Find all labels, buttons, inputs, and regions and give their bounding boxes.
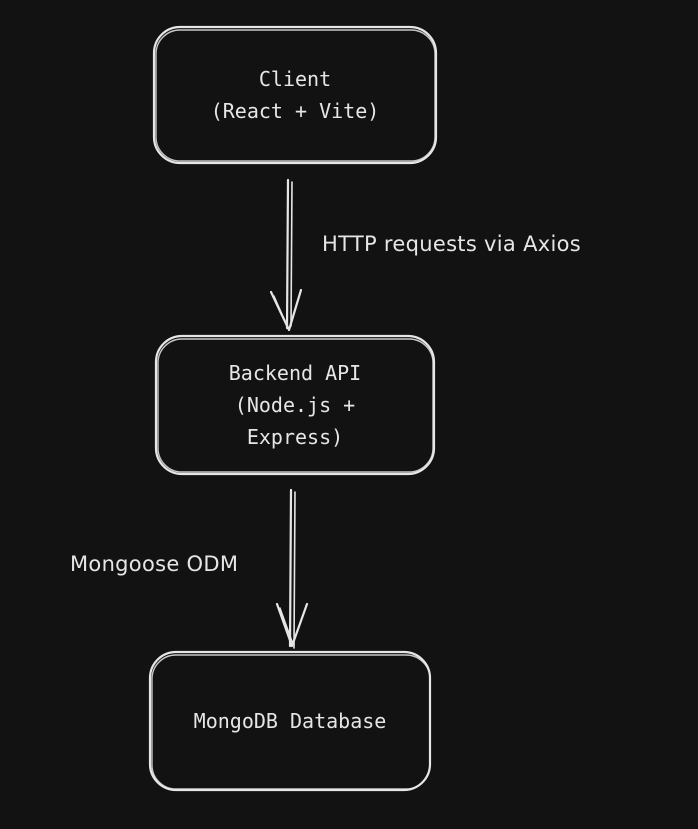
backend-box	[154, 334, 436, 476]
backend-node-label: Backend API (Node.js + Express)	[228, 361, 362, 449]
mongoose-odm-edge-label: Mongoose ODM	[70, 552, 239, 576]
http-requests-edge-label: HTTP requests via Axios	[322, 232, 581, 256]
database-box	[148, 650, 432, 792]
database-node-label: MongoDB Database	[193, 709, 387, 733]
arrow-backend-to-database	[275, 488, 309, 649]
arrow-client-to-backend	[269, 178, 303, 332]
client-node-label: Client (React + Vite)	[210, 67, 380, 123]
client-box	[152, 25, 438, 165]
